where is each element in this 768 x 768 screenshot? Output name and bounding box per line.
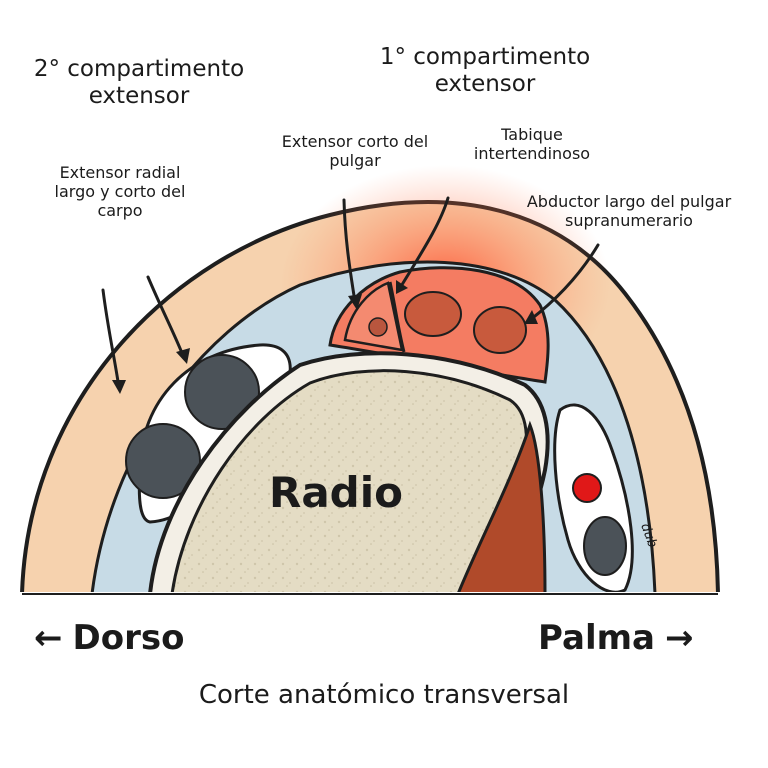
- arrowhead-ecrb: [176, 348, 190, 364]
- dorsal-text: Dorso: [72, 618, 185, 658]
- label-dorsal: ← Dorso: [34, 618, 184, 658]
- epb-tendon: [368, 317, 388, 337]
- apl-tendon: [404, 291, 462, 337]
- left-arrow-icon: ←: [34, 618, 63, 658]
- leader-arrow-septum: [398, 196, 450, 290]
- arrowhead-epb: [348, 294, 362, 310]
- intertendinous-septum: [388, 281, 406, 353]
- radial-artery: [572, 473, 602, 503]
- label-septum: Tabique intertendinoso: [473, 125, 591, 163]
- leader-arrow-ecrl: [101, 288, 121, 390]
- arrowhead-apl: [524, 310, 538, 324]
- caption: Corte anatómico transversal: [198, 680, 570, 710]
- label-radius: Radio: [269, 468, 403, 517]
- palmar-muscle: [457, 420, 547, 592]
- leader-arrow-epb: [342, 198, 357, 304]
- apl-supernumerary-tendon: [473, 306, 527, 354]
- label-palmar: Palma →: [538, 618, 693, 658]
- arrowhead-ecrl: [112, 380, 126, 394]
- ecrb-tendon: [125, 423, 201, 499]
- epb-subcompartment: [343, 281, 404, 352]
- label-first-compartment: 1° compartimento extensor: [379, 44, 591, 98]
- palmar-text: Palma: [538, 618, 655, 658]
- palmar-tendon: [583, 516, 627, 576]
- label-ecrl-ecrb: Extensor radial largo y corto del carpo: [54, 163, 186, 220]
- right-arrow-icon: →: [664, 618, 694, 658]
- leader-arrow-apl: [528, 243, 600, 322]
- label-second-compartment: 2° compartimento extensor: [33, 56, 245, 110]
- label-epb: Extensor corto del pulgar: [281, 132, 429, 170]
- arrowhead-septum: [396, 280, 408, 294]
- ecrl-tendon: [184, 354, 260, 430]
- label-apl-supernumerary: Abductor largo del pulgar supranumerario: [526, 192, 732, 230]
